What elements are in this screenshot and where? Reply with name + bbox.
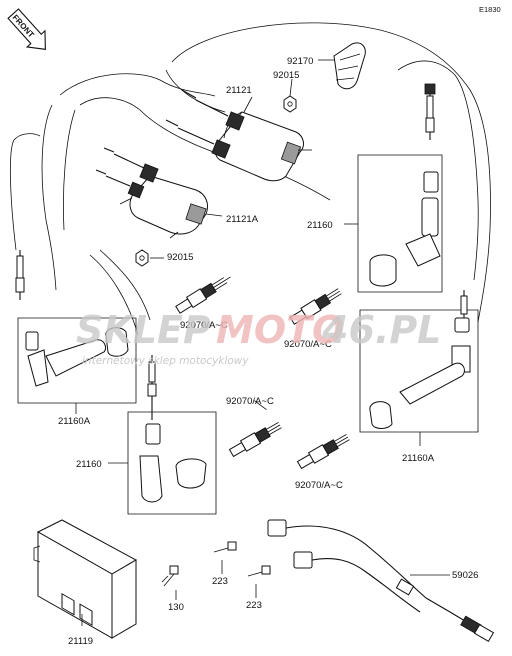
igniter-unit-21119: [33, 519, 138, 639]
label-21121: 21121: [226, 85, 252, 96]
plug-cap-set-21160A-left: [17, 317, 137, 414]
harness-outline: [10, 22, 491, 336]
label-223-b: 223: [246, 600, 262, 611]
label-92170: 92170: [287, 56, 313, 67]
diagram-code: E1830: [479, 5, 501, 14]
high-tension-lead-left: [15, 250, 25, 300]
spark-plug-92070-a: [175, 276, 231, 314]
label-92070-a: 92070/A~C: [180, 320, 228, 331]
label-21119: 21119: [68, 636, 93, 647]
cable-clip-92170: [318, 42, 366, 90]
label-92070-d: 92070/A~C: [295, 480, 343, 491]
watermark-brand-right: 46.PL: [321, 308, 441, 352]
watermark: SKLEP MOTO 46.PL internetowy sklep motoc…: [76, 308, 441, 367]
watermark-tagline: internetowy sklep motocyklowy: [82, 355, 249, 367]
plug-cap-set-21160A-right: [359, 290, 479, 446]
ignition-coil-21121: [165, 89, 312, 182]
high-tension-lead-centre: [147, 355, 157, 420]
nut-92015-bottom: [135, 249, 164, 267]
front-arrow-icon: FRONT: [7, 8, 46, 50]
screw-223-a: [213, 541, 237, 574]
spark-plug-92070-c: [228, 400, 282, 458]
label-92070-c: 92070/A~C: [226, 396, 274, 407]
spark-plug-92070-b: [289, 288, 342, 325]
label-92015-top: 92015: [273, 70, 299, 81]
label-92070-b: 92070/A~C: [284, 339, 332, 350]
bolt-130: [161, 565, 179, 600]
spark-plug-92070-d: [296, 434, 350, 470]
label-92015-bottom: 92015: [167, 252, 193, 263]
label-21160-left: 21160: [76, 459, 102, 470]
ignition-coil-21121A: [95, 147, 223, 239]
watermark-brand-left: SKLEP: [76, 308, 211, 352]
high-tension-lead-right: [424, 83, 436, 140]
plug-cap-set-21160-left: [108, 411, 217, 515]
label-59026: 59026: [452, 570, 478, 581]
screw-223-b: [247, 565, 271, 598]
plug-cap-set-21160-right: [344, 154, 443, 293]
label-21121A: 21121A: [226, 214, 259, 225]
label-21160-right: 21160: [307, 220, 333, 231]
label-130: 130: [168, 602, 184, 613]
label-223-a: 223: [212, 576, 228, 587]
label-21160A-left: 21160A: [58, 416, 91, 427]
sub-harness-59026: [267, 519, 495, 643]
watermark-brand-mid: MOTO: [216, 308, 344, 352]
nut-92015-top: [283, 78, 297, 113]
label-21160A-right: 21160A: [402, 453, 435, 464]
